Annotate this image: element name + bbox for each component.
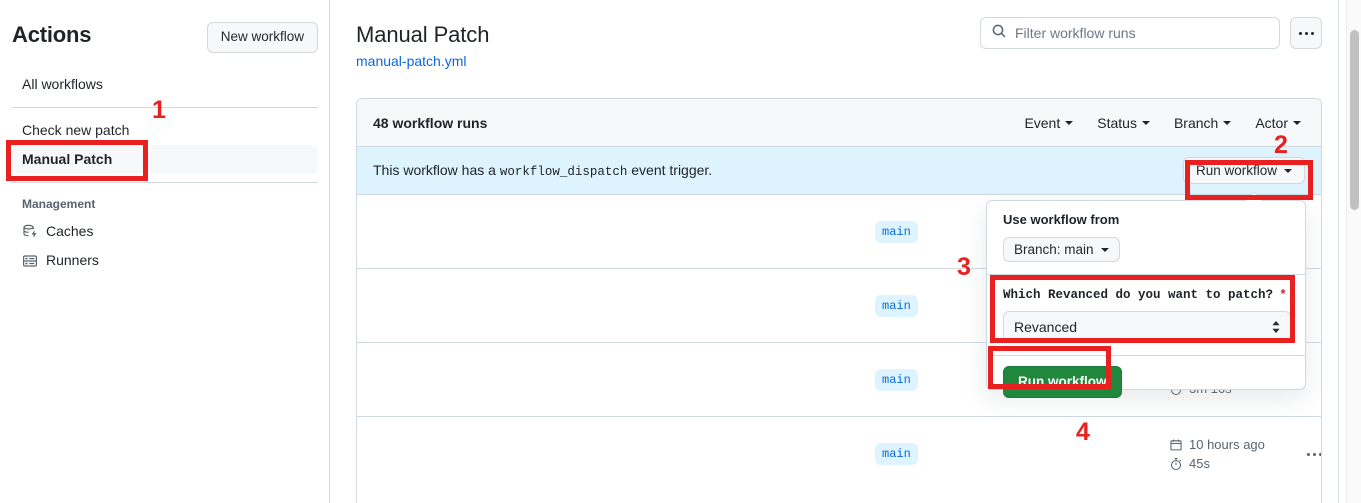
- main-right-edge: [1338, 0, 1339, 503]
- required-marker: *: [1280, 287, 1286, 301]
- chevron-down-icon: [1293, 120, 1301, 125]
- filter-workflow-runs-field[interactable]: [980, 17, 1280, 49]
- run-workflow-submit-button[interactable]: Run workflow: [1003, 366, 1122, 398]
- sidebar-item-label: Runners: [46, 252, 99, 268]
- branch-badge[interactable]: main: [875, 294, 918, 317]
- search-icon: [991, 23, 1007, 44]
- run-duration-label: 45s: [1189, 456, 1210, 471]
- sidebar-item-label: Caches: [46, 223, 94, 239]
- chevron-down-icon: [1223, 120, 1232, 125]
- table-row[interactable]: main 10 hours ago: [357, 417, 1321, 491]
- table-row[interactable]: main: [357, 269, 1321, 343]
- filter-label: Status: [1097, 114, 1137, 131]
- page-scrollbar-thumb[interactable]: [1350, 30, 1359, 210]
- sidebar-item-caches[interactable]: Caches: [12, 217, 318, 246]
- server-icon: [22, 253, 38, 269]
- branch-badge[interactable]: main: [875, 368, 918, 391]
- filter-status-dropdown[interactable]: Status: [1097, 115, 1150, 131]
- chevron-down-icon: [1141, 120, 1150, 125]
- sidebar-item-runners[interactable]: Runners: [12, 246, 318, 275]
- cache-icon: [22, 224, 38, 240]
- branch-select-label: Branch: main: [1014, 242, 1094, 257]
- chevron-updown-icon: [1271, 320, 1281, 334]
- run-duration: 45s: [1169, 456, 1265, 471]
- use-workflow-from-label: Use workflow from: [1003, 212, 1120, 227]
- row-kebab-horizontal-icon[interactable]: [1307, 452, 1321, 456]
- filter-label: Branch: [1173, 114, 1219, 131]
- dispatch-banner-text: This workflow has a workflow_dispatch ev…: [373, 162, 712, 179]
- chevron-down-icon: [1065, 120, 1074, 125]
- sidebar-header: Actions New workflow: [12, 20, 318, 54]
- revanced-select-value: Revanced: [1014, 319, 1078, 335]
- calendar-icon: [1170, 439, 1182, 450]
- filter-actor-dropdown[interactable]: Actor: [1255, 115, 1301, 131]
- sidebar-divider-1: [12, 107, 318, 108]
- sidebar-divider-2: [12, 182, 318, 183]
- filter-event-dropdown[interactable]: Event: [1024, 114, 1074, 131]
- sidebar-item-label: All workflows: [22, 76, 103, 92]
- sidebar-group-management: Management: [22, 197, 96, 211]
- workflow-input-label: Which Revanced do you want to patch? *: [1003, 285, 1289, 304]
- kebab-horizontal-icon: [1298, 31, 1314, 35]
- dispatch-text-after: event trigger.: [631, 162, 713, 178]
- main-content: Manual Patch manual-patch.yml 48 workflo…: [331, 0, 1338, 503]
- run-timestamp: 10 hours ago: [1169, 437, 1265, 452]
- workflow-runs-header: 48 workflow runs Event Status Branch: [357, 99, 1321, 147]
- workflow-title: Manual Patch: [356, 22, 490, 47]
- sidebar-item-check-new-patch[interactable]: Check new patch: [12, 116, 318, 145]
- new-workflow-button[interactable]: New workflow: [206, 22, 318, 53]
- sidebar-list: All workflows Check new patch Manual Pat…: [0, 70, 330, 275]
- workflow-dispatch-banner: This workflow has a workflow_dispatch ev…: [357, 147, 1321, 195]
- workflow-runs-count: 48 workflow runs: [373, 114, 488, 131]
- sidebar-item-label: Manual Patch: [22, 151, 113, 167]
- run-meta: 10 hours ago 45s: [1169, 437, 1265, 471]
- workflow-input-section: Which Revanced do you want to patch? * R…: [987, 275, 1305, 356]
- chevron-down-icon: [1284, 168, 1292, 173]
- use-workflow-from-section: Use workflow from Branch: main: [987, 201, 1305, 275]
- sidebar-item-all-workflows[interactable]: All workflows: [12, 70, 318, 99]
- workflow-options-kebab-button[interactable]: [1290, 17, 1322, 49]
- run-timestamp-label: 10 hours ago: [1189, 437, 1265, 452]
- workflow-file-link[interactable]: manual-patch.yml: [356, 53, 467, 69]
- branch-badge[interactable]: main: [875, 220, 918, 243]
- dispatch-text-before: This workflow has a: [373, 162, 496, 178]
- run-workflow-button-label: Run workflow: [1195, 163, 1277, 178]
- search-input[interactable]: [1015, 25, 1269, 41]
- run-workflow-dropdown-button[interactable]: Run workflow: [1182, 157, 1305, 184]
- filter-label: Event: [1024, 114, 1061, 131]
- sidebar-item-label: Check new patch: [22, 122, 130, 138]
- actions-sidebar: Actions New workflow All workflows Check…: [0, 0, 330, 503]
- dispatch-event-code: workflow_dispatch: [499, 165, 628, 179]
- workflow-runs-filters: Event Status Branch Actor: [1024, 115, 1305, 131]
- filter-branch-dropdown[interactable]: Branch: [1173, 114, 1232, 131]
- revanced-select-dropdown[interactable]: Revanced: [1003, 311, 1291, 343]
- workflow-input-label-text: Which Revanced do you want to patch?: [1003, 288, 1274, 302]
- filter-label: Actor: [1255, 114, 1288, 131]
- branch-select-button[interactable]: Branch: main: [1003, 237, 1120, 262]
- workflow-submit-section: Run workflow: [987, 356, 1305, 410]
- sidebar-item-manual-patch[interactable]: Manual Patch: [6, 145, 318, 174]
- stopwatch-icon: [1171, 457, 1182, 470]
- branch-badge[interactable]: main: [875, 443, 918, 465]
- page-scrollbar[interactable]: [1346, 0, 1361, 503]
- run-workflow-dropdown-panel: Use workflow from Branch: main Which Rev…: [986, 192, 1306, 398]
- table-row[interactable]: main: [357, 195, 1321, 269]
- page-title-actions: Actions: [12, 22, 92, 47]
- chevron-down-icon: [1100, 247, 1109, 252]
